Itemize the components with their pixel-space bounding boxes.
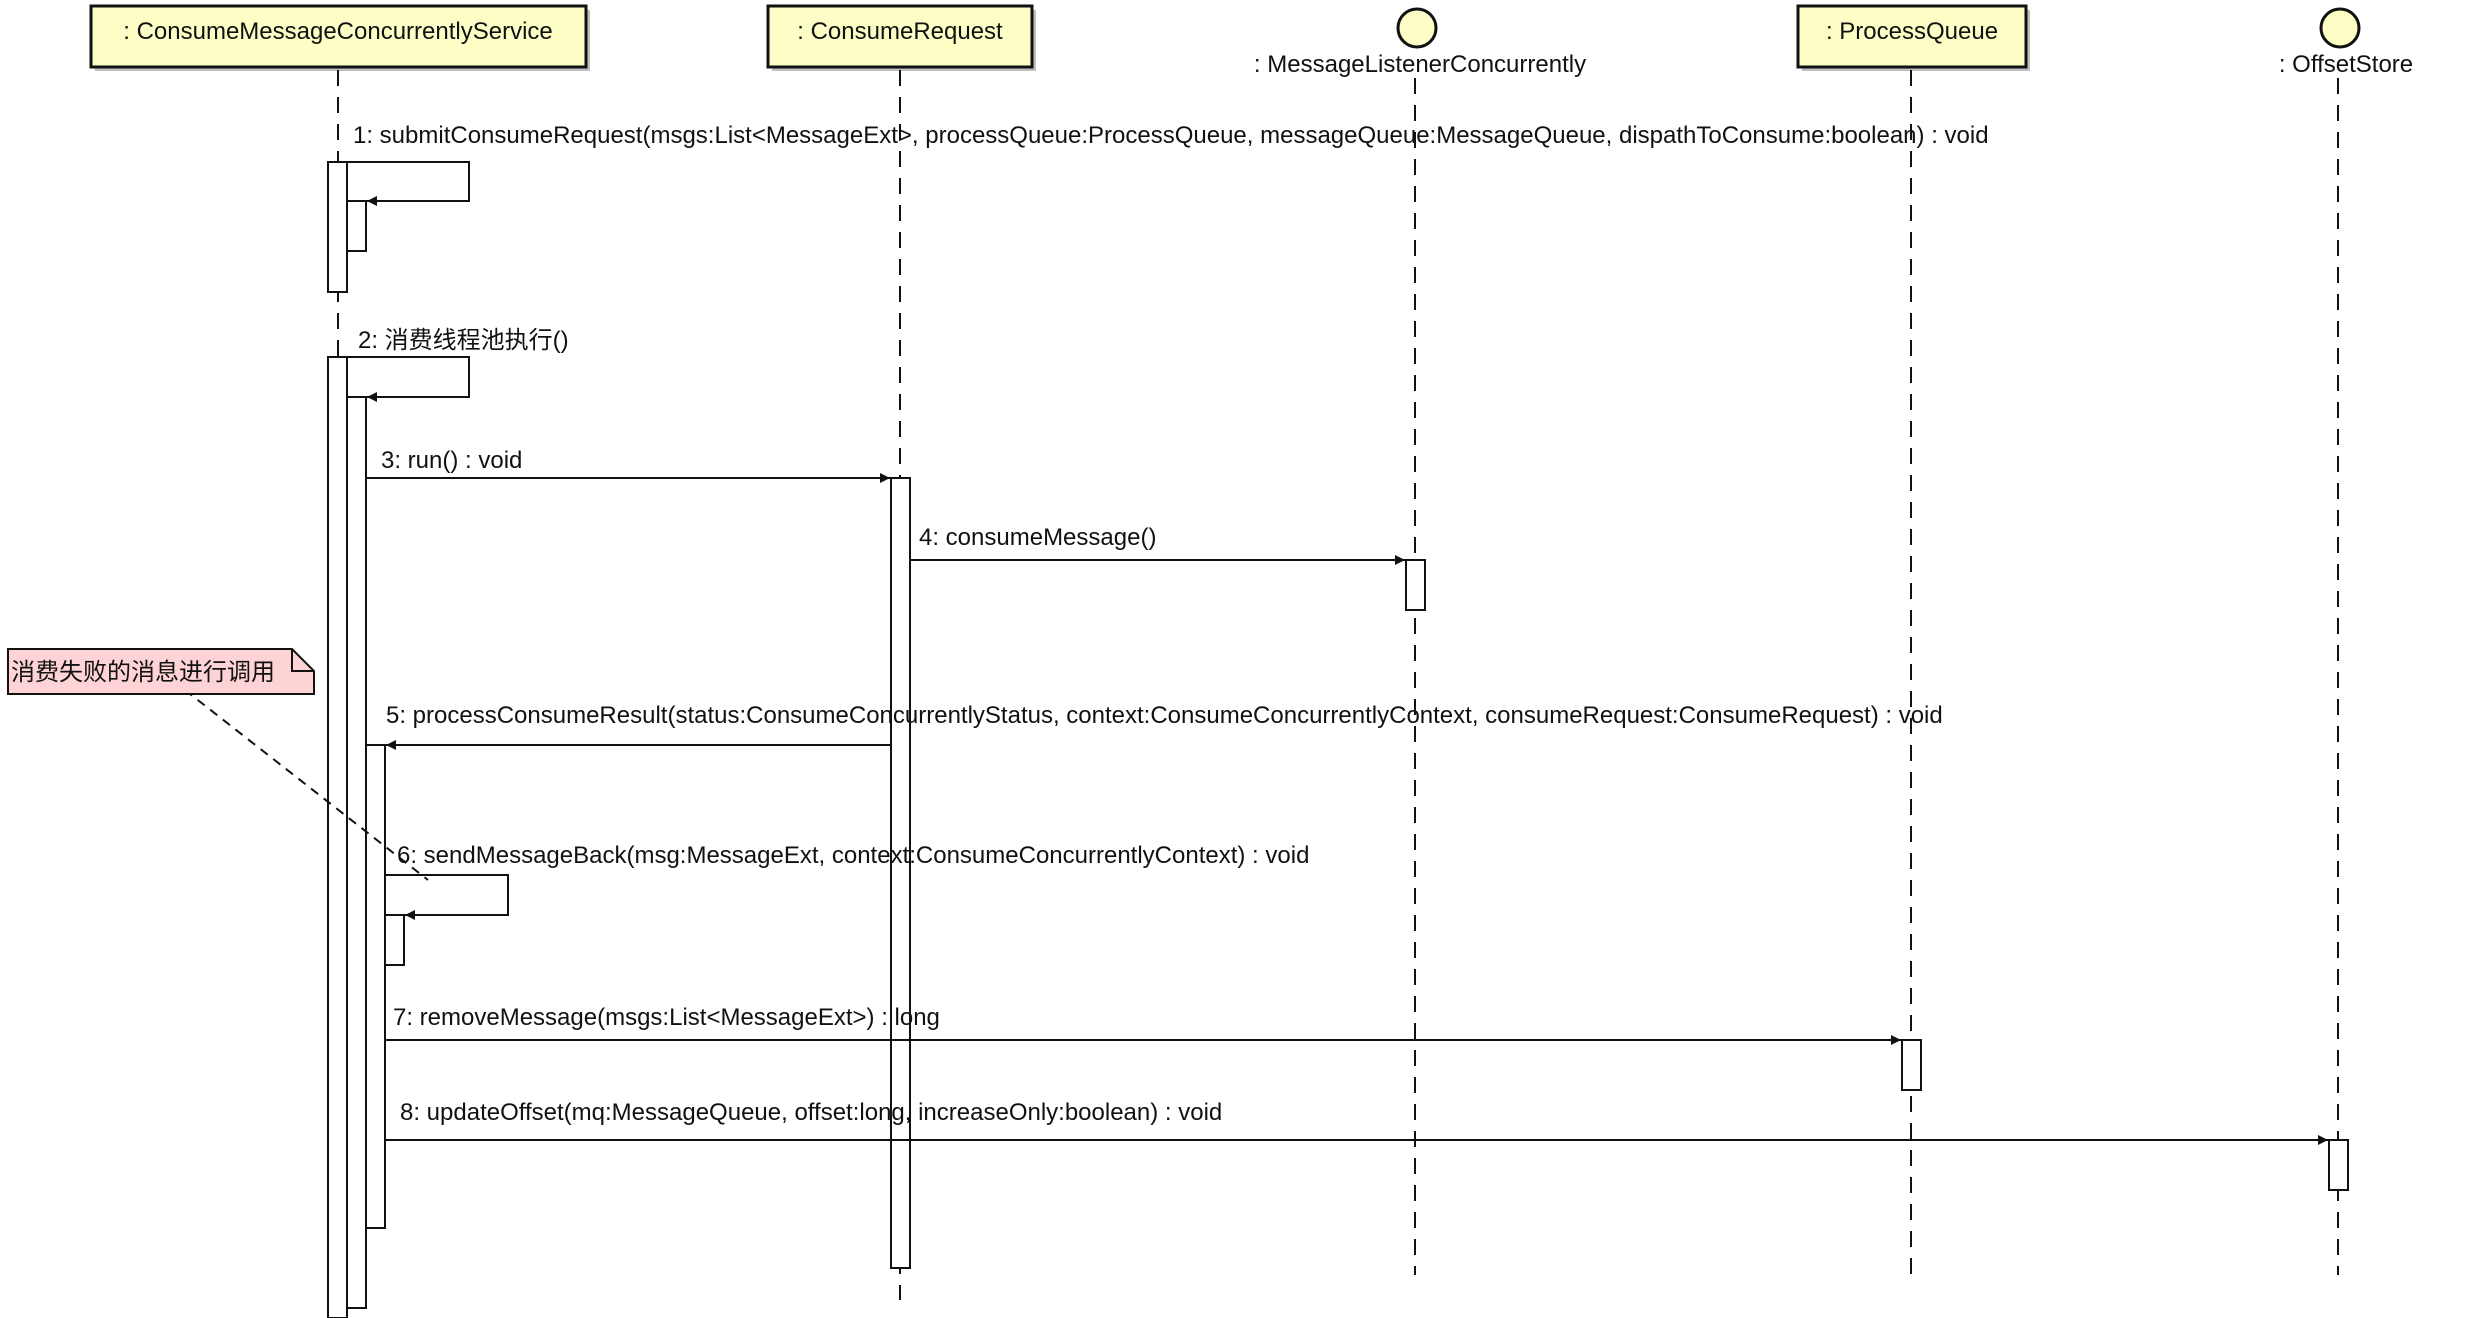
note-text: 消费失败的消息进行调用 bbox=[11, 659, 275, 686]
activations bbox=[327, 161, 2349, 1318]
participant-label: : ConsumeMessageConcurrentlyService bbox=[123, 18, 553, 45]
activation-bar bbox=[1405, 559, 1426, 611]
message-label-4: 4: consumeMessage() bbox=[919, 524, 1156, 551]
activation-bar bbox=[327, 356, 348, 1318]
participant-label: : MessageListenerConcurrently bbox=[1254, 51, 1586, 78]
note-connector bbox=[184, 689, 429, 881]
participant-offset-store: : OffsetStore bbox=[2279, 7, 2413, 78]
activation-bar bbox=[365, 744, 386, 1229]
message-label-6: 6: sendMessageBack(msg:MessageExt, conte… bbox=[397, 842, 1309, 869]
participant-box bbox=[89, 4, 588, 69]
participant-label: : ConsumeRequest bbox=[797, 18, 1003, 45]
activation-bar bbox=[346, 396, 367, 1309]
activation-bar bbox=[346, 200, 367, 252]
participant-consume-service: : ConsumeMessageConcurrentlyService bbox=[89, 4, 590, 71]
message-labels: 1: submitConsumeRequest(msgs:List<Messag… bbox=[353, 122, 1989, 1126]
message-label-8: 8: updateOffset(mq:MessageQueue, offset:… bbox=[400, 1099, 1222, 1126]
activation-bar bbox=[2328, 1139, 2349, 1191]
activation-bar bbox=[890, 477, 911, 1269]
message-arrow-2 bbox=[347, 356, 470, 402]
activation-bar bbox=[384, 914, 405, 966]
interface-circle-icon bbox=[1396, 7, 1438, 49]
participant-label: : OffsetStore bbox=[2279, 51, 2413, 78]
message-label-2: 2: 消费线程池执行() bbox=[358, 327, 569, 354]
activation-bar bbox=[1901, 1039, 1922, 1091]
note: 消费失败的消息进行调用 bbox=[7, 648, 429, 881]
message-arrow-1 bbox=[347, 161, 470, 206]
lifelines bbox=[337, 70, 2339, 1318]
messages bbox=[347, 161, 2328, 1145]
note-box bbox=[7, 648, 315, 695]
interface-circle-icon bbox=[2319, 7, 2361, 49]
message-label-1: 1: submitConsumeRequest(msgs:List<Messag… bbox=[353, 122, 1989, 149]
note-fold bbox=[291, 649, 314, 672]
participant-consume-request: : ConsumeRequest bbox=[766, 4, 1036, 71]
participant-message-listener: : MessageListenerConcurrently bbox=[1254, 7, 1586, 78]
message-label-5: 5: processConsumeResult(status:ConsumeCo… bbox=[386, 702, 1943, 729]
participant-label: : ProcessQueue bbox=[1826, 18, 1998, 45]
message-label-7: 7: removeMessage(msgs:List<MessageExt>) … bbox=[393, 1004, 940, 1031]
participant-process-queue: : ProcessQueue bbox=[1796, 4, 2030, 71]
message-label-3: 3: run() : void bbox=[381, 447, 522, 474]
message-arrow-6 bbox=[385, 874, 509, 920]
participant-box bbox=[766, 4, 1034, 69]
activation-bar bbox=[327, 161, 348, 293]
participant-box bbox=[1796, 4, 2028, 69]
